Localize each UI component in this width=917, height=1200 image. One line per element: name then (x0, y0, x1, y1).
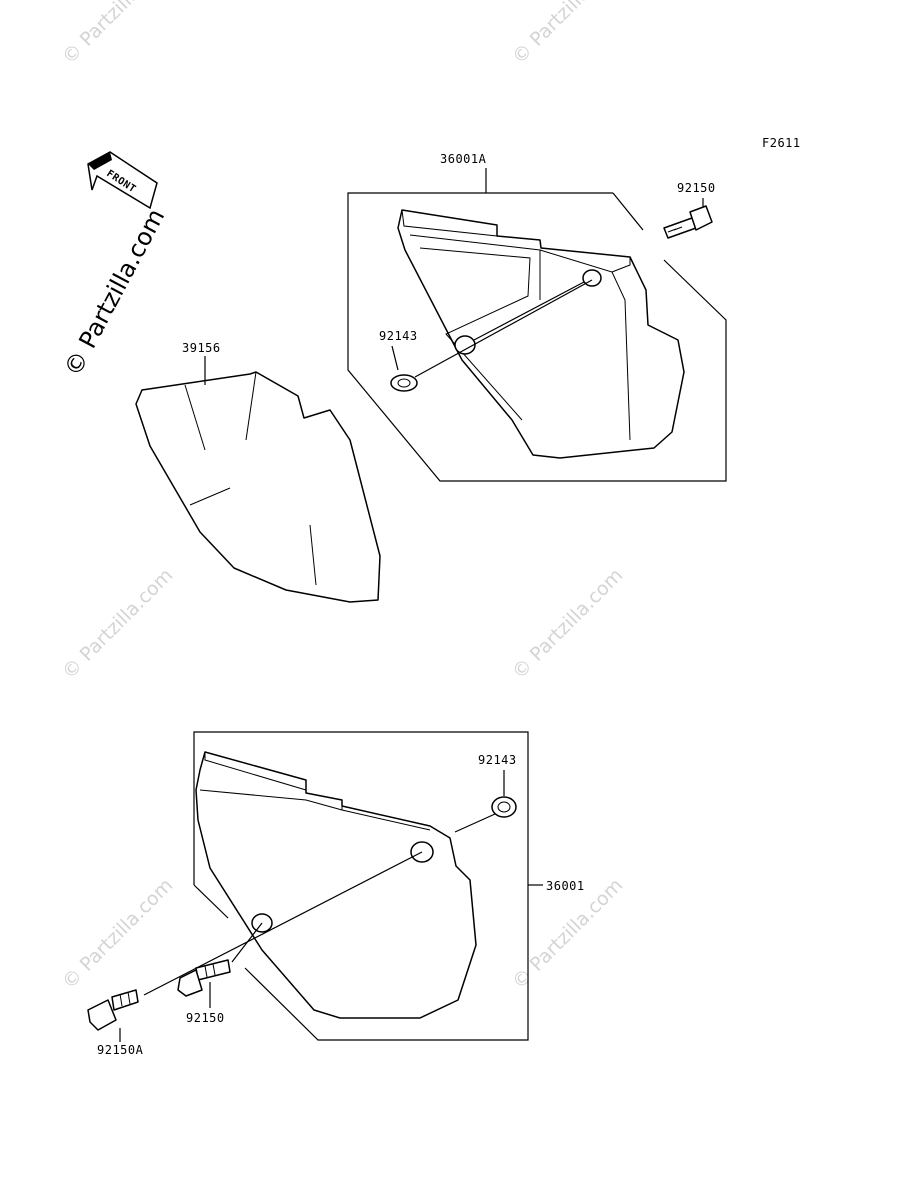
bolt-upper (663, 205, 713, 239)
callout-pad: 39156 (182, 341, 221, 355)
callout-bolt-lower-a: 92150A (97, 1043, 144, 1057)
assembly-frame (193, 731, 529, 1041)
callout-cover-right: 36001A (440, 152, 487, 166)
callout-grommet-upper: 92143 (379, 329, 418, 343)
grommet-hole-lower (454, 335, 476, 355)
callout-bolt-upper: 92150 (677, 181, 716, 195)
watermark-text: © Partzilla.com (58, 874, 177, 993)
watermark-text: © Partzilla.com (508, 564, 627, 683)
bolt-lower (177, 959, 231, 997)
callout-grommet-lower: 92143 (478, 753, 517, 767)
brand-watermark: © Partzilla.com (59, 204, 171, 381)
callout-cover-left: 36001 (546, 879, 585, 893)
pad (135, 371, 381, 603)
assembly-frame (347, 192, 727, 482)
figure-code: F2611 (762, 136, 801, 150)
watermark-text: © Partzilla.com (508, 0, 627, 69)
watermark-text: © Partzilla.com (58, 0, 177, 69)
side-cover-right (397, 209, 685, 459)
grommet-lower (491, 796, 517, 818)
side-cover-left (195, 751, 477, 1019)
bolt-lower-a (87, 989, 139, 1031)
grommet-upper (390, 374, 418, 392)
watermark-text: © Partzilla.com (58, 564, 177, 683)
cover-left-assembly: 36001 92143 92150 (87, 731, 585, 1057)
front-arrow-icon: FRONT (87, 151, 158, 210)
cover-right-assembly: 36001A 92150 92143 (347, 152, 727, 482)
pad-part: 39156 (135, 341, 381, 603)
callout-bolt-lower: 92150 (186, 1011, 225, 1025)
